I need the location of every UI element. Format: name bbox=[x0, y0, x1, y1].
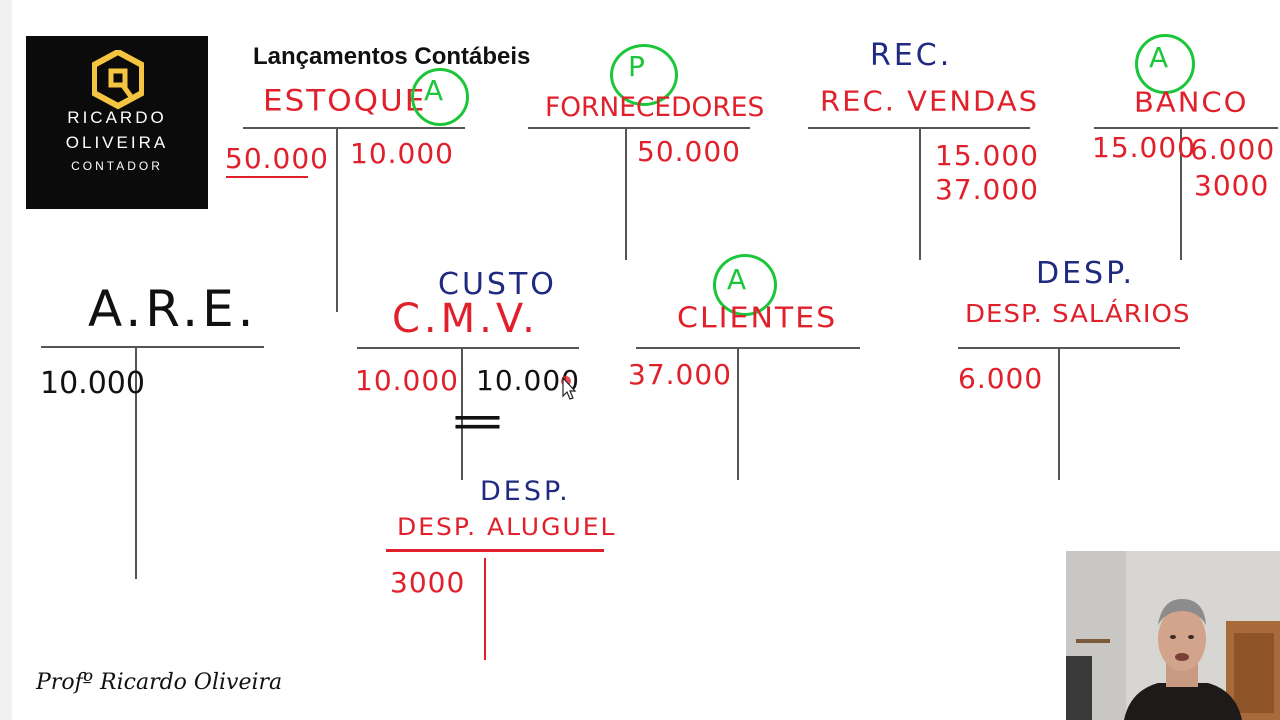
t-account-top-line bbox=[357, 347, 579, 349]
account-type-label: DESP. bbox=[1036, 256, 1136, 291]
credit-entry: 15.000 bbox=[935, 139, 1039, 172]
t-account-divider bbox=[461, 348, 463, 480]
classification-circle bbox=[713, 254, 777, 316]
t-account-top-line bbox=[958, 347, 1180, 349]
debit-entry: 3000 bbox=[390, 566, 466, 599]
page-title: Lançamentos Contábeis bbox=[253, 43, 531, 70]
classification-tag: A bbox=[1149, 41, 1169, 74]
debit-entry: 6.000 bbox=[958, 362, 1044, 395]
t-account-divider bbox=[336, 128, 338, 312]
credit-entry: 6.000 bbox=[1190, 133, 1276, 166]
t-account-top-line bbox=[1094, 127, 1278, 129]
account-name: DESP. ALUGUEL bbox=[397, 513, 617, 541]
logo-name-first: RICARDO bbox=[67, 108, 167, 127]
author-signature: Profº Ricardo Oliveira bbox=[36, 670, 283, 695]
debit-entry: 50.000 bbox=[225, 142, 329, 175]
t-account-divider bbox=[1180, 128, 1182, 260]
balance-mark: = bbox=[448, 396, 507, 447]
account-name: DESP. SALÁRIOS bbox=[965, 300, 1191, 329]
account-name: CLIENTES bbox=[677, 302, 838, 336]
t-account-top-line bbox=[386, 549, 604, 552]
credit-entry: 3000 bbox=[1194, 169, 1270, 202]
debit-entry: 15.000 bbox=[1092, 131, 1196, 164]
debit-entry: 10.000 bbox=[355, 364, 459, 397]
presenter-webcam bbox=[1066, 551, 1280, 720]
classification-circle bbox=[610, 44, 678, 106]
t-account-top-line bbox=[636, 347, 860, 349]
account-name: FORNECEDORES bbox=[545, 92, 765, 123]
classification-tag: A bbox=[424, 74, 444, 107]
t-account-divider bbox=[737, 348, 739, 480]
t-account-divider bbox=[135, 347, 137, 579]
account-name: REC. VENDAS bbox=[820, 85, 1040, 118]
account-type-label: DESP. bbox=[480, 476, 571, 507]
logo-profession: CONTADOR bbox=[71, 159, 163, 173]
debit-entry: 10.000 bbox=[40, 366, 145, 401]
classification-tag: P bbox=[628, 50, 645, 83]
t-account-top-line bbox=[41, 346, 264, 348]
left-edge bbox=[0, 0, 12, 720]
logo-mark-icon bbox=[92, 50, 144, 110]
classification-circle bbox=[1135, 34, 1195, 94]
debit-underline bbox=[226, 176, 308, 178]
t-account-divider bbox=[484, 558, 486, 660]
t-account-divider bbox=[919, 128, 921, 260]
account-name: BANCO bbox=[1134, 86, 1249, 119]
t-account-top-line bbox=[243, 127, 465, 129]
brand-logo: RICARDO OLIVEIRA CONTADOR bbox=[26, 36, 208, 209]
classification-tag: A bbox=[727, 263, 747, 296]
t-account-divider bbox=[1058, 348, 1060, 480]
logo-name-last: OLIVEIRA bbox=[65, 133, 169, 152]
account-type-label: REC. bbox=[870, 38, 953, 73]
credit-entry: 50.000 bbox=[637, 135, 741, 168]
mouse-pointer-icon bbox=[561, 376, 577, 400]
account-name: C.M.V. bbox=[392, 296, 539, 342]
debit-entry: 37.000 bbox=[628, 358, 732, 391]
t-account-divider bbox=[625, 128, 627, 260]
presenter-video-frame bbox=[1066, 551, 1280, 720]
account-type-label: CUSTO bbox=[438, 267, 557, 302]
account-name: ESTOQUE bbox=[263, 84, 427, 119]
credit-entry: 10.000 bbox=[350, 137, 454, 170]
credit-entry: 37.000 bbox=[935, 173, 1039, 206]
classification-circle bbox=[411, 68, 469, 126]
t-account-top-line bbox=[528, 127, 750, 129]
account-name: A.R.E. bbox=[88, 280, 258, 338]
